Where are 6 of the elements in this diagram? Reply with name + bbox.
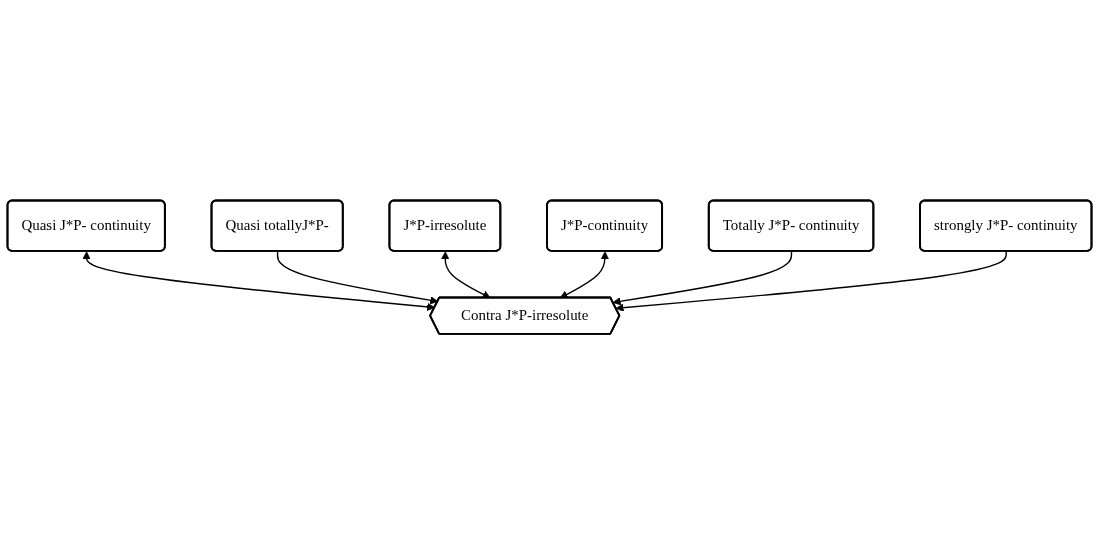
arrow <box>441 251 491 299</box>
arrow <box>82 251 436 312</box>
arrow <box>615 250 1007 313</box>
arrow <box>559 251 609 299</box>
arrow <box>612 250 793 306</box>
arrow <box>276 250 439 305</box>
